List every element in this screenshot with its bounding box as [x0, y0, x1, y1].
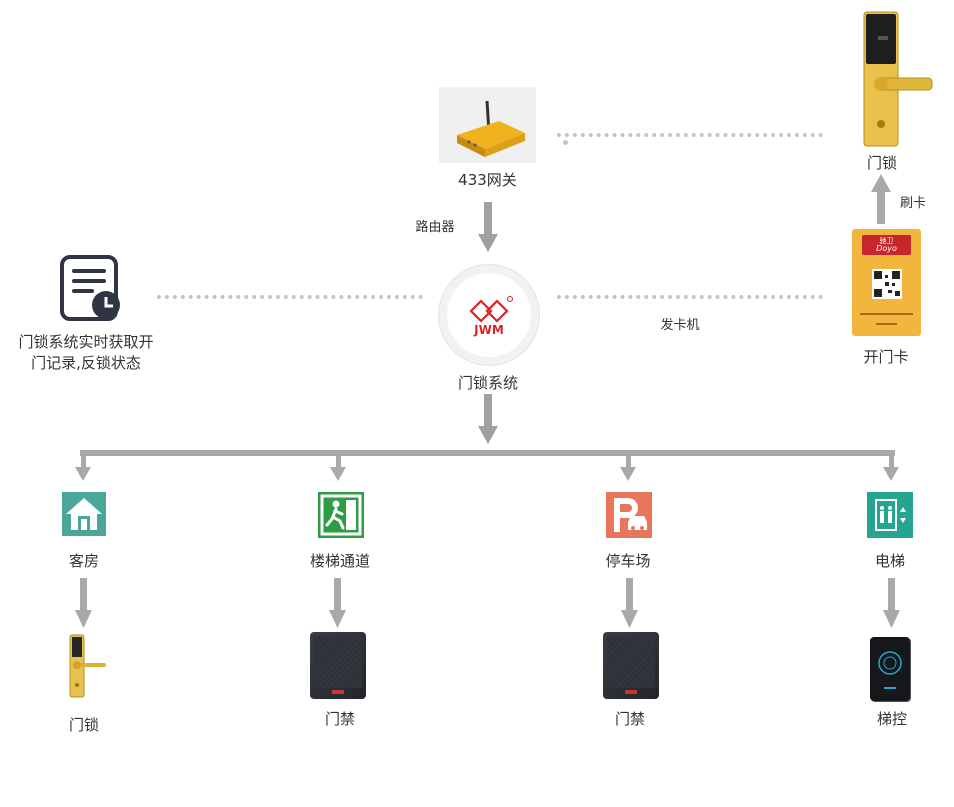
device-label-parking-access: 门禁: [614, 710, 645, 728]
record-text-line2: 门记录,反锁状态: [31, 354, 141, 372]
branch-label-parking: 停车场: [605, 552, 651, 570]
system-logo-text: JWM: [474, 323, 504, 337]
system-label: 门锁系统: [457, 374, 518, 392]
exit-icon: [318, 492, 364, 538]
branch-label-guest-room: 客房: [68, 552, 99, 570]
record-dotted-line: [157, 295, 423, 299]
parking-icon: [606, 492, 652, 538]
record-document-icon: [60, 255, 122, 321]
card-issuer-label: 发卡机: [660, 318, 700, 333]
device-label-elevator-control: 梯控: [876, 710, 907, 728]
parking-access-reader-image: [603, 632, 659, 699]
swipe-label: 刷卡: [899, 196, 926, 211]
branch-label-elevator: 电梯: [874, 552, 905, 570]
system-logo: JWM: [438, 264, 540, 366]
top-door-lock-image: [858, 11, 940, 148]
elevator-controller-image: [870, 637, 910, 701]
guest-room-lock-image: [66, 633, 110, 699]
device-label-guest-room-lock: 门锁: [68, 716, 99, 734]
door-card-image: 驰卫 Doyo: [852, 229, 921, 336]
elevator-icon: [867, 492, 913, 538]
card-brand: Doyo: [876, 244, 897, 253]
top-lock-label: 门锁: [866, 154, 897, 172]
device-arrows: [75, 578, 900, 628]
gateway-label: 433网关: [458, 171, 517, 189]
card-footer-line-2: [876, 323, 897, 325]
gateway-to-lock-dotted-line: [557, 133, 823, 137]
gateway-dot-end: [563, 140, 568, 145]
router-arrow: [478, 202, 498, 252]
device-label-stairway-access: 门禁: [324, 710, 355, 728]
card-header-text: 驰卫: [879, 237, 894, 245]
card-qr-code: [872, 269, 902, 299]
branch-arrows: [75, 453, 899, 481]
branch-label-stairway: 楼梯通道: [309, 552, 370, 570]
gateway-device-image: [439, 87, 536, 163]
system-down-arrow: [478, 394, 498, 444]
swipe-arrow: [871, 174, 891, 224]
stairway-access-reader-image: [310, 632, 366, 699]
house-icon: [62, 492, 106, 536]
issuer-dotted-line: [557, 295, 823, 299]
branch-bus-line: [80, 450, 895, 456]
router-label: 路由器: [415, 220, 455, 235]
card-label: 开门卡: [863, 348, 909, 366]
card-header: 驰卫 Doyo: [862, 235, 911, 255]
card-footer-line: [860, 313, 913, 315]
record-text-line1: 门锁系统实时获取开: [18, 333, 154, 351]
